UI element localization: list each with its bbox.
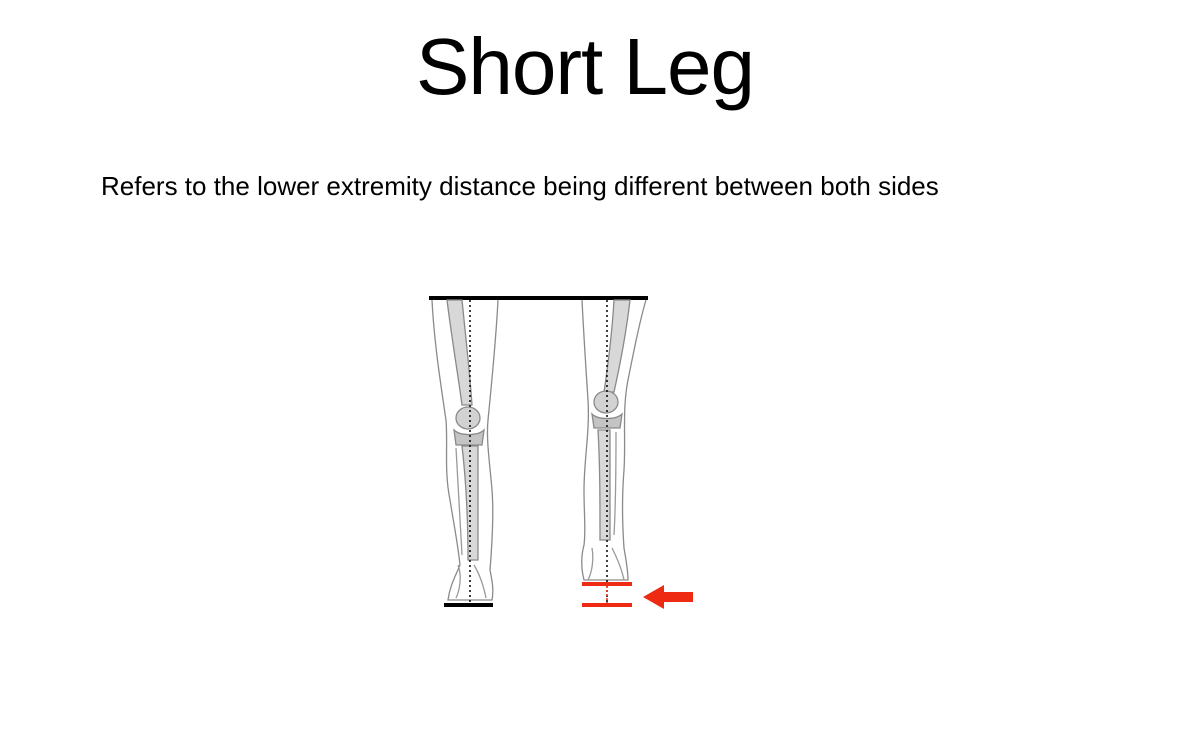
slide-title: Short Leg (416, 22, 755, 111)
slide-subtitle: Refers to the lower extremity distance b… (101, 171, 939, 201)
leg-length-discrepancy-marker (582, 582, 632, 607)
arrow-left-icon (643, 585, 693, 609)
short-leg-diagram (429, 296, 693, 609)
left-leg (431, 299, 499, 601)
right-leg (581, 299, 647, 581)
